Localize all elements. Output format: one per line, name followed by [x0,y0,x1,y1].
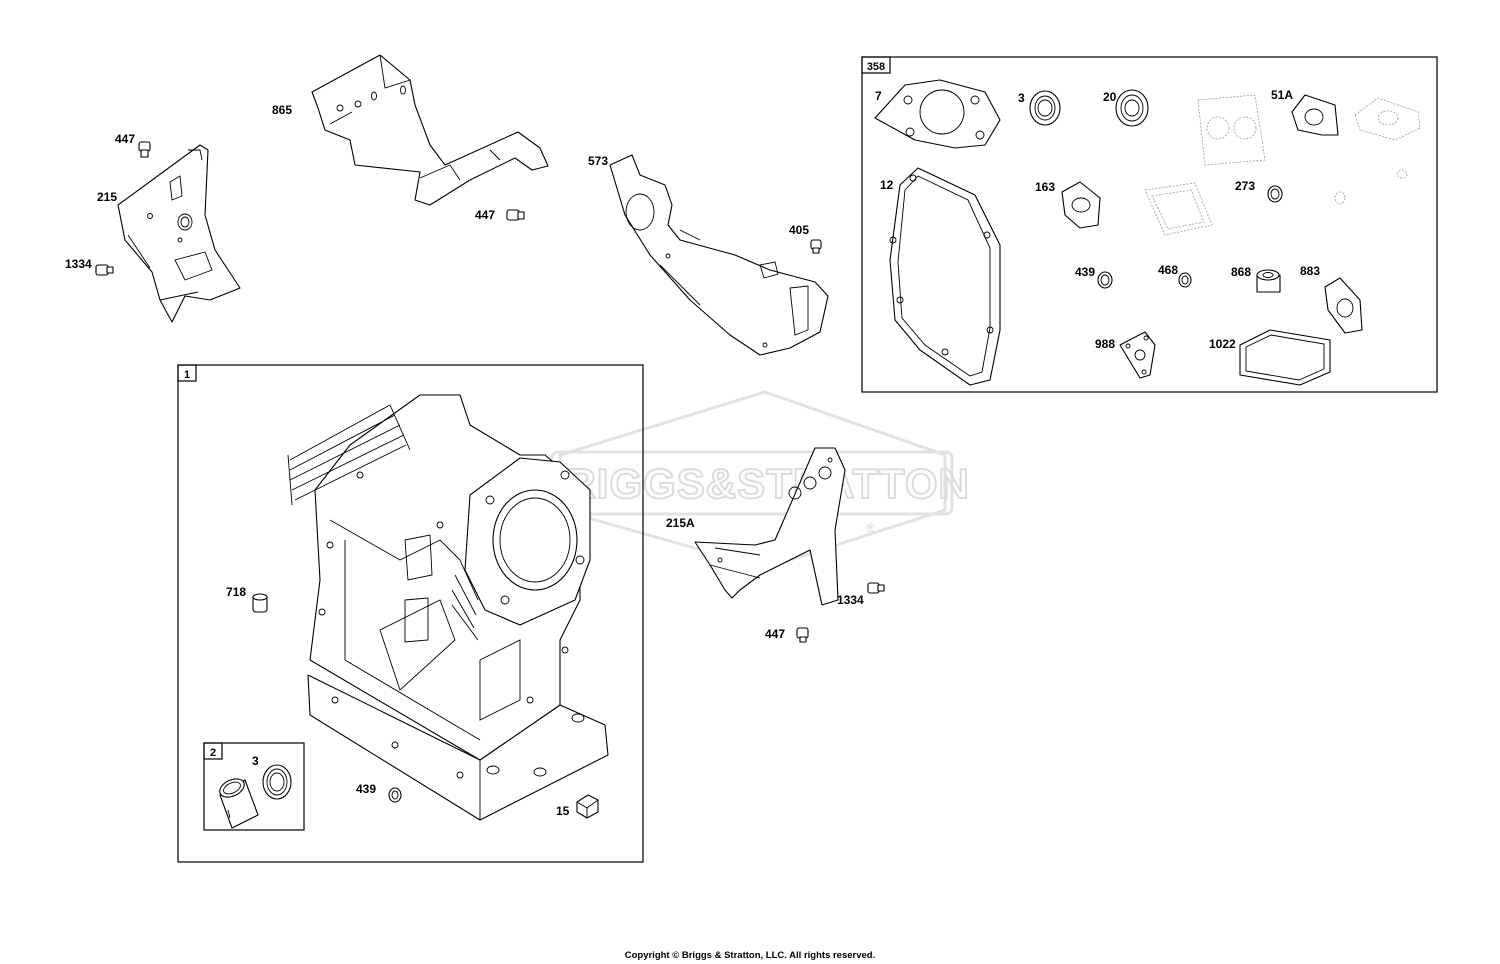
label-gasket-12: 12 [880,178,894,192]
part-718-dowel-pin[interactable] [252,593,268,613]
part-1334-screw-b[interactable] [867,582,885,594]
label-gasket-273: 273 [1235,179,1255,193]
label-gasket-1022: 1022 [1209,337,1236,351]
label-gasket-883: 883 [1300,264,1320,278]
gasket-439-washer[interactable] [1097,271,1113,289]
label-gasket-3: 3 [1018,91,1025,105]
gasket-868-seal[interactable] [1256,269,1281,293]
part-439-washer-a[interactable] [388,787,402,803]
part-2-bearing-sleeve[interactable] [217,775,259,829]
gasket-12-crankcase[interactable] [889,167,1001,386]
label-447-a: 447 [115,132,135,146]
watermark-registered: ® [866,521,875,535]
part-1-crankcase[interactable] [287,394,609,821]
part-215-heat-shield[interactable] [117,144,241,323]
part-3-seal-a[interactable] [262,764,292,800]
gasket-468-washer[interactable] [1178,272,1192,288]
gasket-3-seal[interactable] [1029,90,1061,126]
label-gasket-468: 468 [1158,263,1178,277]
label-3-a: 3 [252,754,259,768]
label-573: 573 [588,154,608,168]
part-865-air-guide[interactable] [311,54,549,206]
box-358-label: 358 [867,61,885,73]
part-447-bolt-b[interactable] [506,209,525,221]
label-gasket-7: 7 [875,89,882,103]
box-1-label: 1 [184,369,190,381]
label-718: 718 [226,585,246,599]
copyright-footer: Copyright © Briggs & Stratton, LLC. All … [624,950,876,961]
part-573-bracket[interactable] [609,154,829,356]
label-gasket-439: 439 [1075,265,1095,279]
gasket-20-seal[interactable] [1115,89,1149,127]
label-gasket-20: 20 [1103,90,1117,104]
label-1334-a: 1334 [65,257,92,271]
gasket-ghost-washers [1334,169,1408,205]
part-215A-heat-shield[interactable] [694,447,846,606]
gasket-ghost-carb [1354,97,1421,141]
part-405-screw[interactable] [810,239,822,254]
watermark-brand: BRIGGS&STRATTON [534,460,970,507]
gasket-7-cylinder-head[interactable] [874,79,1001,149]
part-447-bolt-c[interactable] [796,627,809,643]
gasket-163[interactable] [1061,181,1101,229]
label-439-a: 439 [356,782,376,796]
box-2-frame: 2 [203,742,305,831]
callout-labels: 447 215 1334 865 447 573 405 718 3 439 1… [65,88,1320,818]
part-15-plug[interactable] [576,794,599,819]
label-405: 405 [789,223,809,237]
gasket-988[interactable] [1119,331,1156,379]
gasket-ghost-exhaust [1197,94,1266,166]
gasket-51A[interactable] [1291,94,1339,136]
label-gasket-868: 868 [1231,265,1251,279]
label-865: 865 [272,103,292,117]
part-1334-screw-a[interactable] [95,264,114,276]
label-1334-b: 1334 [837,593,864,607]
label-215: 215 [97,190,117,204]
label-447-c: 447 [765,627,785,641]
label-15: 15 [556,804,570,818]
box-2-label: 2 [210,747,216,759]
label-447-b: 447 [475,208,495,222]
label-gasket-988: 988 [1095,337,1115,351]
gasket-1022-rocker-cover[interactable] [1239,329,1331,386]
gasket-883[interactable] [1324,277,1363,334]
box-1-crankcase-frame: 1 [177,364,644,863]
box-358-gasket-set-frame: 358 [861,56,1438,393]
label-gasket-163: 163 [1035,180,1055,194]
gasket-273-washer[interactable] [1267,185,1283,203]
part-447-bolt-a[interactable] [138,141,151,158]
briggs-stratton-watermark: BRIGGS&STRATTON ® [533,390,970,570]
gasket-ghost-valve-cover [1144,182,1213,236]
label-gasket-51A: 51A [1271,88,1293,102]
label-215A: 215A [666,516,695,530]
